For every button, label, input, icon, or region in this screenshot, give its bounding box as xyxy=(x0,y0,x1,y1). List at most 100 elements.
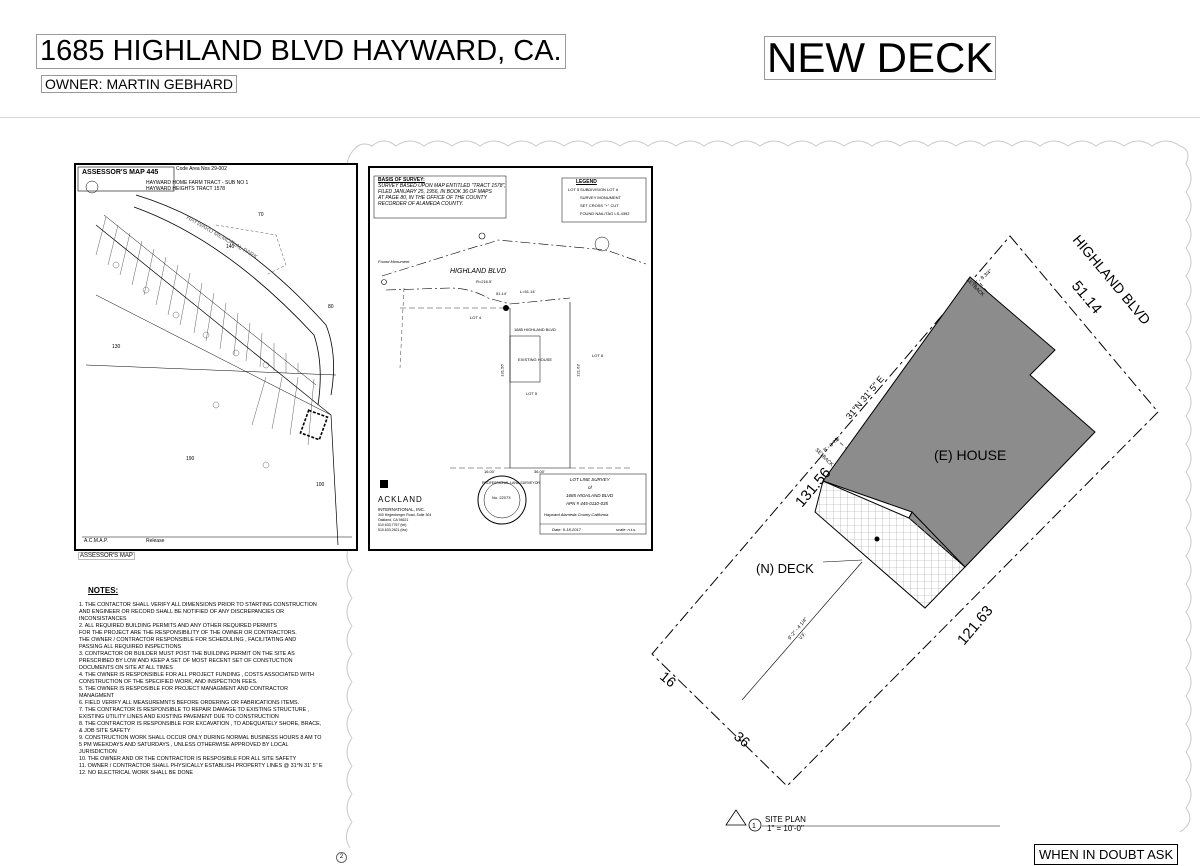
note-line: 5 PM WEEKDAYS AND SATURDAYS , UNLESS OTH… xyxy=(79,742,289,749)
assessor-map-caption: ASSESSOR'S MAP xyxy=(78,552,135,560)
survey-basis-2: FILED JANUARY 25, 1956, IN BOOK 36 OF MA… xyxy=(378,189,492,195)
project-title: NEW DECK xyxy=(764,36,997,80)
survey-curve-length: L=51.14' xyxy=(520,289,536,294)
firm-address-1: 300 Hegenberger Road, Suite 304 xyxy=(378,513,432,517)
survey-legend-2: SURVEY MONUMENT xyxy=(580,195,621,200)
survey-dim-left: 131.56' xyxy=(499,363,505,377)
survey-legend-1: LOT 5 SUBDIVISION LOT # xyxy=(568,187,619,192)
survey-dim-rear-b: 16.00' xyxy=(484,469,495,474)
survey-legend-4: FOUND NAIL/TAG LS-4392 xyxy=(580,211,630,216)
note-line: FOR THE PROJECT ARE THE RESPONSIBILITY O… xyxy=(79,630,297,637)
firm-sub: INTERNATIONAL, INC. xyxy=(378,507,426,512)
right-dimension: 121.63 xyxy=(954,602,997,648)
deck-label: (N) DECK xyxy=(756,561,814,576)
new-deck xyxy=(814,480,966,609)
assessor-code-area: Code Area Nos 29-002 xyxy=(176,166,227,172)
firm-address-3: 510.633.7767 (tel) xyxy=(378,523,407,527)
property-line xyxy=(651,235,1159,787)
survey-house-label: EXISTING HOUSE xyxy=(518,357,553,362)
assessor-footer-right: Release xyxy=(146,538,165,544)
survey-dim-rear-a: 36.00' xyxy=(534,469,545,474)
survey-basis-3: AT PAGE 80, IN THE OFFICE OF THE COUNTY xyxy=(378,195,487,201)
note-line: MANAGMENT xyxy=(79,693,115,700)
survey-curve-radius: R=216.5' xyxy=(476,279,492,284)
when-in-doubt-label: WHEN IN DOUBT ASK xyxy=(1034,844,1179,865)
parcel-100: 100 xyxy=(316,482,325,488)
survey-lot-4: LOT 4 xyxy=(470,315,482,320)
parcel-140: 140 xyxy=(226,244,235,250)
lot-line-survey: BASIS OF SURVEY: SURVEY BASED UPON MAP E… xyxy=(368,166,653,551)
seal-text: PROFESSIONAL LAND SURVEYOR xyxy=(482,481,540,485)
assessor-footer-left: A.C.M.A.P. xyxy=(84,538,109,544)
survey-date: Date: 9-18-2017 xyxy=(552,527,581,532)
assessor-map-title: ASSESSOR'S MAP 445 xyxy=(82,169,159,176)
survey-basis-4: RECORDER OF ALAMEDA COUNTY. xyxy=(378,201,464,207)
note-line: JURISDICTION xyxy=(79,749,117,756)
note-line: PASSING ALL REQUIRED INSPECTIONS xyxy=(79,644,182,651)
rear-setback-line xyxy=(741,561,863,701)
rear-dimension-b: 36 xyxy=(731,728,753,750)
header-divider xyxy=(0,117,1200,118)
survey-lot-6: LOT 6 xyxy=(592,353,604,358)
note-line: 4. THE OWNER IS RESPONSIBLE FOR ALL PROJ… xyxy=(79,672,314,679)
note-line: 3. CONTRACTOR OR BUILDER MUST POST THE B… xyxy=(79,651,295,658)
deck-leader xyxy=(822,559,863,563)
note-line: EXISTING UTILITY LINES AND EXISTING PAVE… xyxy=(79,714,279,721)
note-line: 10. THE OWNER AND OR THE CONTRACTOR IS R… xyxy=(79,756,297,763)
parcel-130: 130 xyxy=(112,344,121,350)
note-line: CONSTRUCTION OF THE SPECIFIED WORK, AND … xyxy=(79,679,258,686)
site-plan-title-text: SITE PLAN xyxy=(765,815,806,824)
survey-title-3: 1685 HIGHLAND BLVD xyxy=(566,493,614,498)
note-line: INCONSISTANCES xyxy=(79,616,127,623)
owner-label: OWNER: MARTIN GEBHARD xyxy=(41,75,237,93)
note-line: 2. ALL REQUIRED BUILDING PERMITS AND ANY… xyxy=(79,623,277,630)
note-line: 9. CONSTRUCTION WORK SHALL OCCUR ONLY DU… xyxy=(79,735,322,742)
survey-title-1: LOT LINE SURVEY xyxy=(570,477,610,482)
site-plan-scale: 1" = 10'-0" xyxy=(767,824,804,834)
survey-lot-5: LOT 5 xyxy=(526,391,538,396)
survey-legend-title: LEGEND xyxy=(576,179,597,185)
side-setback-dimension: 8' - 3 7/8" xyxy=(822,435,842,453)
survey-dim-front: 51.14' xyxy=(496,291,507,296)
assessor-map: ASSESSOR'S MAP 445 Code Area Nos 29-002 … xyxy=(74,163,358,551)
survey-address-label: 1685 HIGHLAND BLVD xyxy=(514,327,556,332)
firm-name: ACKLAND xyxy=(378,495,423,504)
deck-center-marker xyxy=(874,536,880,542)
notes-title: NOTES: xyxy=(88,586,119,595)
note-line: 11. OWNER / CONTRACTOR SHALL PHYSICALLY … xyxy=(79,763,323,770)
assessor-tract-2: HAYWARD HEIGHTS TRACT 1578 xyxy=(146,186,226,192)
note-line: DOCUMENTS ON SITE AT ALL TIMES xyxy=(79,665,173,672)
note-line: & JOB SITE SAFETY xyxy=(79,728,131,735)
page-number: 2 xyxy=(336,852,347,863)
assessor-map-drawing xyxy=(77,166,352,546)
site-plan-title: SITE PLAN 1" = 10'-0" xyxy=(765,815,806,833)
note-line: 6. FIELD VERIFY ALL MEASUREMNTS BEFORE O… xyxy=(79,700,300,707)
note-line: THE OWNER / CONTRACTOR RESPONSIBLE FOR S… xyxy=(79,637,297,644)
note-line: 1. THE CONTACTOR SHALL VERIFY ALL DIMENS… xyxy=(79,602,317,608)
project-address-title: 1685 HIGHLAND BLVD HAYWARD, CA. xyxy=(36,34,566,69)
site-plan-number: 1 xyxy=(752,823,756,830)
survey-title-4: APN # 445-0110-035 xyxy=(566,501,608,506)
parcel-80: 80 xyxy=(328,304,334,310)
parcel-70: 70 xyxy=(258,212,264,218)
note-line: 8. THE CONTRACTOR IS RESPONSIBLE FOR EXC… xyxy=(79,721,322,728)
firm-address-2: Oakland, CA 94621 xyxy=(378,518,409,522)
house-label: (E) HOUSE xyxy=(934,447,1006,463)
note-line: 7. THE CONTRACTOR IS RESPONSIBLE TO REPA… xyxy=(79,707,310,714)
seal-number: No. 22073 xyxy=(492,495,511,500)
survey-basis-1: SURVEY BASED UPON MAP ENTITLED "TRACT 15… xyxy=(378,183,506,189)
survey-street-label: HIGHLAND BLVD xyxy=(450,268,507,275)
rear-setback-label: V.F. xyxy=(798,631,808,641)
note-line: PRESCRIBED BY LOW AND KEEP A SET OF MOST… xyxy=(79,658,293,665)
survey-scale: scale: n.t.s. xyxy=(616,527,637,532)
note-line: 5. THE OWNER IS RESPOSIBLE FOR PROJECT M… xyxy=(79,686,288,693)
assessor-tract-1: HAYWARD HOME FARM TRACT - SUB NO 1 xyxy=(146,180,249,186)
survey-drawing xyxy=(373,175,647,535)
survey-legend-3: SET CROSS "+" CUT xyxy=(580,203,619,208)
parcel-190: 190 xyxy=(186,456,195,462)
notes-list: 1. THE CONTACTOR SHALL VERIFY ALL DIMENS… xyxy=(79,602,339,777)
survey-found-monument: Found Monument xyxy=(378,259,410,264)
note-line: AND ENGINEER OR RECORD SHALL BE NOTIFIED… xyxy=(79,609,285,616)
survey-title-2: of xyxy=(588,485,592,490)
